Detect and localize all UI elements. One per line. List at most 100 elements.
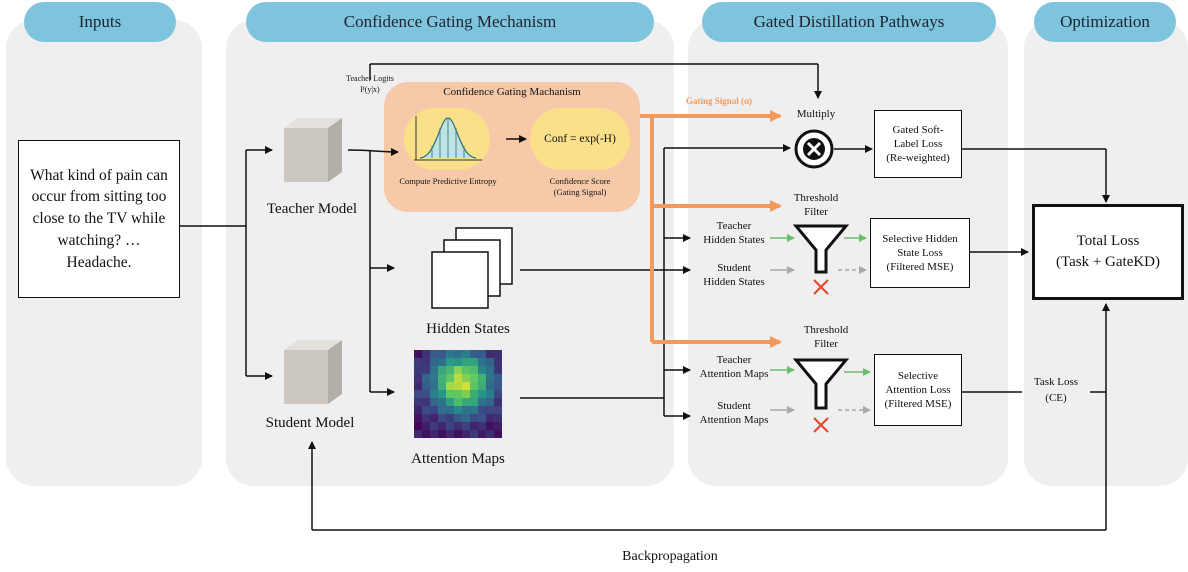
heatmap-cell bbox=[454, 422, 462, 430]
header-optimization: Optimization bbox=[1034, 2, 1176, 42]
heatmap-cell bbox=[494, 406, 502, 414]
reject-cross-icon bbox=[813, 417, 829, 433]
heatmap-cell bbox=[422, 390, 430, 398]
input-text: What kind of pain can occur from sitting… bbox=[30, 166, 168, 271]
heatmap-cell bbox=[486, 414, 494, 422]
heatmap-cell bbox=[494, 358, 502, 366]
heatmap-cell bbox=[462, 422, 470, 430]
heatmap-cell bbox=[438, 422, 446, 430]
heatmap-cell bbox=[446, 414, 454, 422]
bell-curve-icon bbox=[414, 116, 482, 161]
student-hidden-label-1: Student bbox=[717, 262, 751, 274]
heatmap-cell bbox=[414, 374, 422, 382]
funnel-icon bbox=[792, 224, 850, 274]
backpropagation-label: Backpropagation bbox=[622, 549, 718, 564]
teacher-attn-label-2: Attention Maps bbox=[699, 368, 769, 380]
threshold-filter-1a: Threshold bbox=[793, 192, 839, 204]
heatmap-cell bbox=[414, 398, 422, 406]
heatmap-cell bbox=[438, 366, 446, 374]
heatmap-cell bbox=[486, 430, 494, 438]
multiply-label: Multiply bbox=[796, 108, 836, 120]
heatmap-cell bbox=[454, 430, 462, 438]
heatmap-cell bbox=[478, 390, 486, 398]
heatmap-cell bbox=[446, 406, 454, 414]
heatmap-cell bbox=[478, 430, 486, 438]
heatmap-cell bbox=[470, 366, 478, 374]
teacher-attn-label-1: Teacher bbox=[716, 354, 752, 366]
heatmap-cell bbox=[470, 414, 478, 422]
conf-bubble bbox=[530, 108, 630, 170]
heatmap-cell bbox=[454, 366, 462, 374]
heatmap-cell bbox=[422, 430, 430, 438]
gated-soft-line3: (Re-weighted) bbox=[886, 152, 950, 165]
gated-soft-line1: Gated Soft- bbox=[892, 123, 944, 136]
sel-attn-line2: Attention Loss bbox=[885, 383, 951, 396]
heatmap-cell bbox=[478, 350, 486, 358]
heatmap-cell bbox=[414, 406, 422, 414]
input-text-box: What kind of pain can occur from sitting… bbox=[18, 140, 180, 298]
heatmap-cell bbox=[438, 374, 446, 382]
heatmap-cell bbox=[454, 358, 462, 366]
heatmap-cell bbox=[462, 382, 470, 390]
threshold-filter-2b: Filter bbox=[814, 338, 838, 350]
heatmap-cell bbox=[414, 422, 422, 430]
heatmap-cell bbox=[478, 358, 486, 366]
heatmap-cell bbox=[438, 382, 446, 390]
header-gating: Confidence Gating Mechanism bbox=[246, 2, 654, 42]
heatmap-cell bbox=[470, 406, 478, 414]
heatmap-cell bbox=[486, 382, 494, 390]
heatmap-cell bbox=[430, 430, 438, 438]
heatmap-cell bbox=[414, 366, 422, 374]
heatmap-cell bbox=[494, 366, 502, 374]
total-loss-box: Total Loss (Task + GateKD) bbox=[1032, 204, 1184, 300]
hidden-states-label: Hidden States bbox=[426, 321, 510, 337]
sel-attn-line3: (Filtered MSE) bbox=[884, 398, 952, 411]
heatmap-cell bbox=[438, 390, 446, 398]
heatmap-cell bbox=[470, 350, 478, 358]
heatmap-cell bbox=[454, 374, 462, 382]
heatmap-cell bbox=[422, 350, 430, 358]
conf-formula: Conf = exp(-H) bbox=[544, 133, 616, 145]
heatmap-cell bbox=[462, 366, 470, 374]
heatmap-cell bbox=[438, 414, 446, 422]
student-model-label: Student Model bbox=[265, 415, 355, 431]
gated-soft-line2: Label Loss bbox=[893, 137, 943, 150]
heatmap-cell bbox=[446, 430, 454, 438]
reject-cross-icon bbox=[813, 279, 829, 295]
student-attn-label-2: Attention Maps bbox=[699, 414, 769, 426]
entropy-label: Compute Predictive Entropy bbox=[399, 176, 497, 186]
heatmap-cell bbox=[478, 414, 486, 422]
heatmap-cell bbox=[414, 358, 422, 366]
heatmap-cell bbox=[446, 366, 454, 374]
gated-soft-label-loss-box: Gated Soft- Label Loss (Re-weighted) bbox=[874, 110, 962, 178]
heatmap-cell bbox=[462, 406, 470, 414]
heatmap-cell bbox=[478, 382, 486, 390]
heatmap-cell bbox=[430, 422, 438, 430]
selective-hidden-loss-box: Selective Hidden State Loss (Filtered MS… bbox=[870, 218, 970, 288]
heatmap-cell bbox=[430, 406, 438, 414]
heatmap-cell bbox=[462, 350, 470, 358]
heatmap-cell bbox=[478, 374, 486, 382]
heatmap-cell bbox=[478, 422, 486, 430]
heatmap-cell bbox=[454, 414, 462, 422]
heatmap-cell bbox=[486, 422, 494, 430]
teacher-model-cube bbox=[278, 116, 344, 182]
heatmap-cell bbox=[430, 390, 438, 398]
heatmap-cell bbox=[438, 430, 446, 438]
heatmap-cell bbox=[430, 366, 438, 374]
heatmap-cell bbox=[494, 382, 502, 390]
heatmap-cell bbox=[470, 374, 478, 382]
heatmap-cell bbox=[430, 414, 438, 422]
heatmap-cell bbox=[438, 406, 446, 414]
heatmap-cell bbox=[486, 406, 494, 414]
heatmap-cell bbox=[470, 422, 478, 430]
teacher-model-label: Teacher Model bbox=[266, 201, 358, 217]
attention-map-image bbox=[414, 350, 502, 438]
heatmap-cell bbox=[422, 398, 430, 406]
heatmap-cell bbox=[486, 366, 494, 374]
heatmap-cell bbox=[454, 382, 462, 390]
heatmap-cell bbox=[486, 398, 494, 406]
threshold-filter-2a: Threshold bbox=[803, 324, 849, 336]
multiply-icon bbox=[794, 129, 834, 169]
